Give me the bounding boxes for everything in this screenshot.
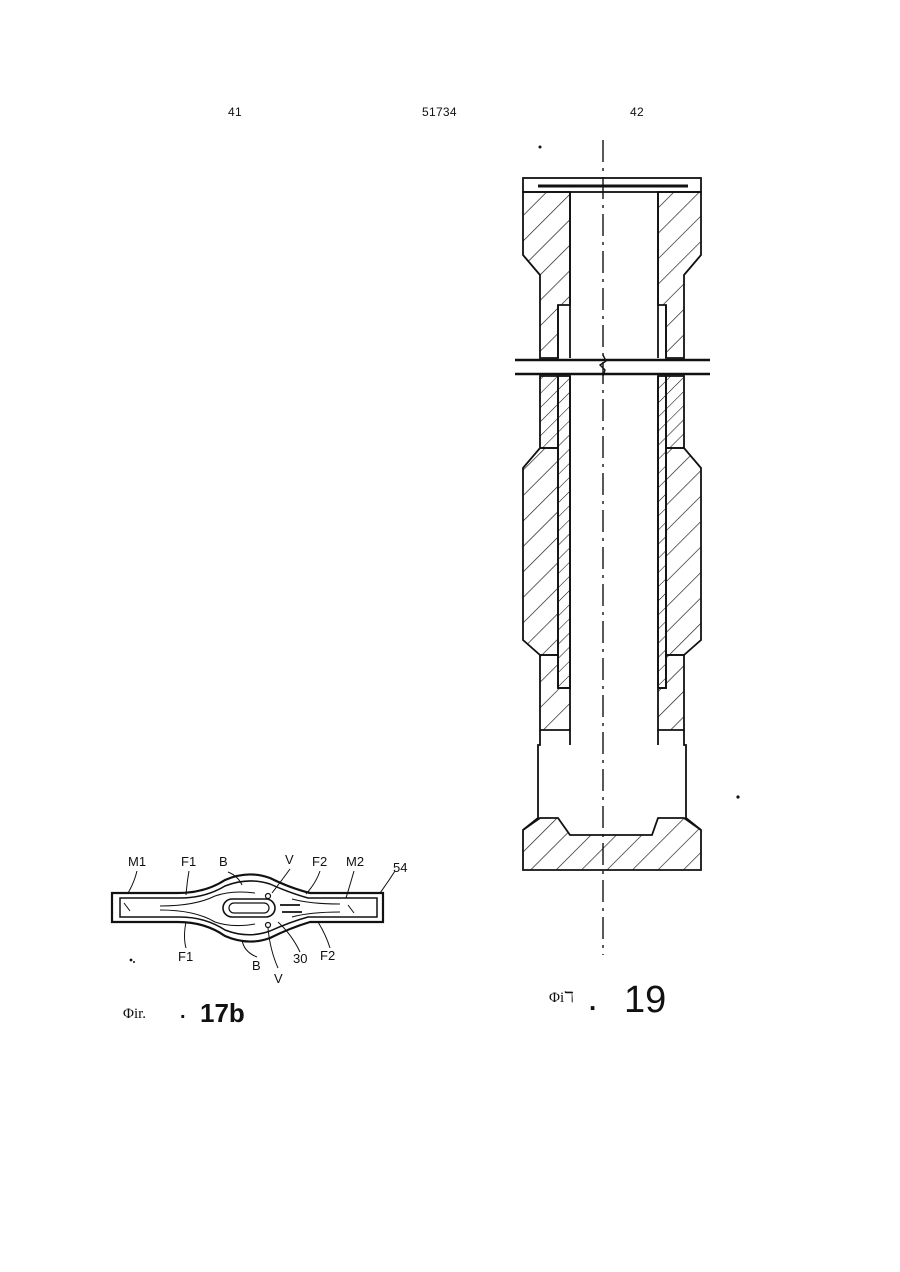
label-f2-top: F2	[312, 854, 327, 869]
label-f2-bottom: F2	[320, 948, 335, 963]
speck	[539, 146, 542, 149]
caption-19-prefix: Φiℸ	[549, 990, 574, 1006]
inner-sleeve-left	[558, 376, 570, 688]
figure-17b-drawing	[112, 869, 395, 968]
coupling-left	[523, 448, 558, 655]
outer-envelope	[112, 874, 383, 941]
central-loop	[223, 899, 275, 917]
label-f1-top: F1	[181, 854, 196, 869]
label-m2: M2	[346, 854, 364, 869]
figure-19-drawing	[515, 140, 740, 955]
caption-17b-prefix: Φir.	[123, 1006, 146, 1022]
caption-19-number: 19	[624, 979, 666, 1021]
label-v-top: V	[285, 852, 294, 867]
label-f1-bottom: F1	[178, 949, 193, 964]
caption-19-dot: .	[589, 986, 596, 1016]
bottom-cap	[523, 818, 701, 870]
coupling-right	[666, 448, 701, 655]
valve-top	[266, 894, 271, 899]
label-b-top: B	[219, 854, 228, 869]
caption-17b-number: 17b	[200, 998, 245, 1028]
inner-sleeve-right	[658, 376, 666, 688]
speck	[736, 795, 739, 798]
mid-left-wall	[540, 376, 558, 448]
label-v-bottom: V	[274, 971, 283, 986]
label-30: 30	[293, 951, 307, 966]
upper-right-wall	[658, 192, 701, 358]
inner-envelope	[120, 881, 377, 935]
mid-right-wall	[666, 376, 684, 448]
label-54: 54	[393, 860, 407, 875]
label-m1: M1	[128, 854, 146, 869]
caption-17b-dot: .	[180, 1001, 186, 1023]
label-b-bottom: B	[252, 958, 261, 973]
upper-left-wall	[523, 192, 570, 358]
valve-bottom	[266, 923, 271, 928]
